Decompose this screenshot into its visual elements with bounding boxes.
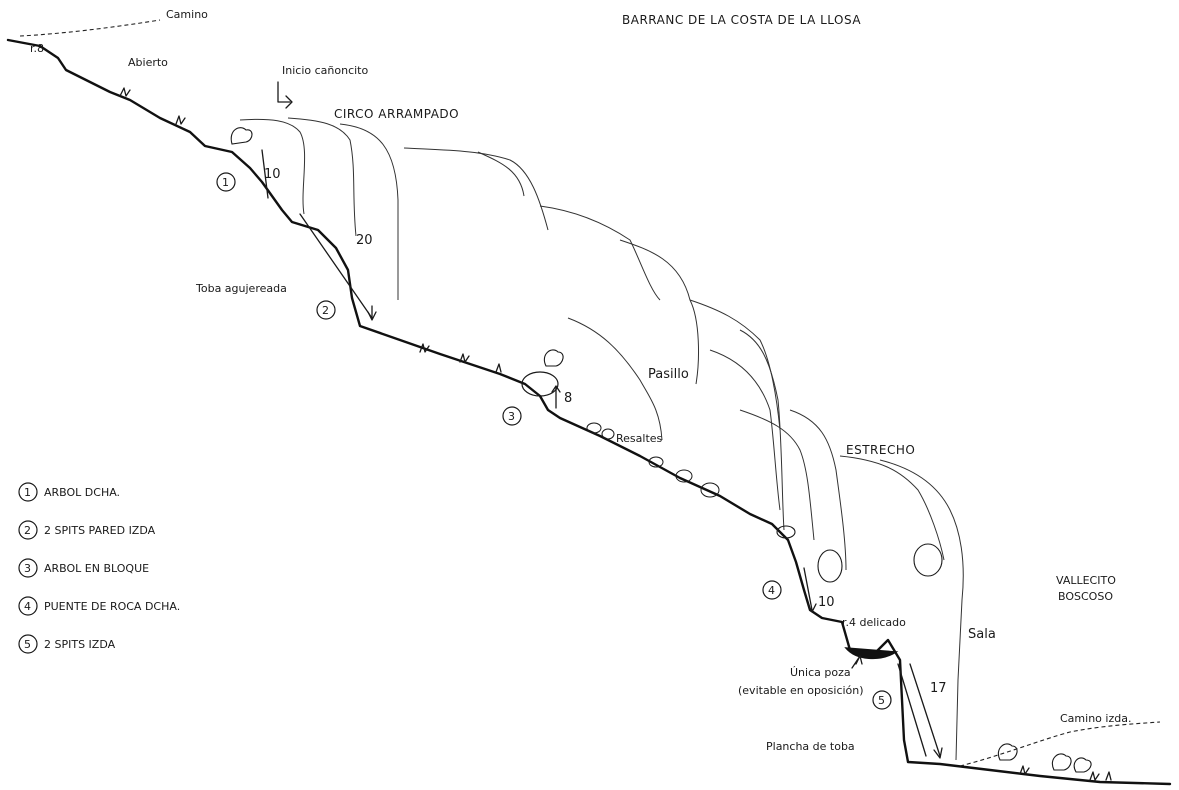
wall-contour-3 bbox=[339, 123, 399, 300]
rappel-arrow-4 bbox=[803, 567, 817, 613]
wall-contour-2 bbox=[287, 117, 357, 237]
legend-number-4: 4 bbox=[24, 600, 31, 613]
label-abierto: Abierto bbox=[128, 56, 168, 69]
wall-contour-5 bbox=[477, 151, 525, 197]
tree-icon bbox=[1073, 757, 1092, 773]
boulder bbox=[817, 549, 843, 583]
anchor-marker-3 bbox=[502, 406, 522, 426]
boulder bbox=[776, 525, 796, 539]
label-unica-poza: Única poza bbox=[790, 666, 851, 679]
label-circo-arrampado: CIRCO ARRAMPADO bbox=[334, 107, 459, 121]
grass-tufts-bottom bbox=[1019, 765, 1112, 781]
grass-tufts bbox=[119, 87, 502, 373]
wall-contour-9 bbox=[567, 317, 663, 441]
boulder bbox=[913, 543, 943, 577]
legend-text-2: 2 SPITS PARED IZDA bbox=[44, 524, 156, 537]
rappel-line-2 bbox=[299, 213, 373, 319]
boulder bbox=[648, 456, 664, 468]
start-marker-icon bbox=[277, 81, 293, 109]
legend-marker-4 bbox=[18, 596, 38, 616]
rappel-arrow-5 bbox=[909, 663, 943, 759]
label-estrecho: ESTRECHO bbox=[846, 443, 915, 457]
label-camino: Camino bbox=[166, 8, 208, 21]
tree-icon bbox=[543, 349, 564, 367]
label-r8: r.8 bbox=[30, 42, 44, 55]
rappel-line-1 bbox=[261, 149, 269, 199]
anchor-number-4: 4 bbox=[768, 584, 775, 597]
diagram-title: BARRANC DE LA COSTA DE LA LLOSA bbox=[622, 13, 861, 27]
tree-icon bbox=[230, 127, 253, 145]
label-vallecito: VALLECITO bbox=[1056, 574, 1116, 587]
rappel-label-10: 10 bbox=[264, 167, 281, 182]
boulder bbox=[675, 469, 693, 483]
label-pasillo: Pasillo bbox=[648, 367, 689, 382]
label-sala: Sala bbox=[968, 627, 996, 642]
legend-marker-1 bbox=[18, 482, 38, 502]
wall-contour-11 bbox=[709, 349, 781, 511]
approach-path bbox=[19, 19, 161, 37]
rappel-label-10b: 10 bbox=[818, 595, 835, 610]
boulder bbox=[601, 428, 615, 440]
label-boscoso: BOSCOSO bbox=[1058, 590, 1113, 603]
legend-number-3: 3 bbox=[24, 562, 31, 575]
anchor-marker-5 bbox=[872, 690, 892, 710]
label-camino-izda: Camino izda. bbox=[1060, 712, 1131, 725]
boulder bbox=[521, 371, 559, 397]
boulder bbox=[586, 422, 602, 434]
legend-marker-5 bbox=[18, 634, 38, 654]
legend-number-5: 5 bbox=[24, 638, 31, 651]
anchor-number-5: 5 bbox=[878, 694, 885, 707]
tree-icon bbox=[1051, 753, 1072, 771]
rappel-label-8: 8 bbox=[564, 391, 572, 406]
anchor-number-1: 1 bbox=[222, 176, 229, 189]
wall-contour-1 bbox=[239, 118, 306, 215]
legend-number-2: 2 bbox=[24, 524, 31, 537]
legend-text-3: ARBOL EN BLOQUE bbox=[44, 562, 149, 575]
wall-contour-13 bbox=[789, 409, 847, 571]
tree-icon bbox=[997, 743, 1018, 761]
label-evitable: (evitable en oposición) bbox=[738, 684, 864, 697]
rappel-label-20: 20 bbox=[356, 233, 373, 248]
legend-text-4: PUENTE DE ROCA DCHA. bbox=[44, 600, 180, 613]
wall-contour-6 bbox=[539, 205, 661, 301]
rappel-arrow-2 bbox=[367, 305, 377, 321]
legend-text-1: ARBOL DCHA. bbox=[44, 486, 120, 499]
legend-text-5: 2 SPITS IZDA bbox=[44, 638, 116, 651]
label-inicio-canoncito: Inicio cañoncito bbox=[282, 64, 368, 77]
wall-contour-7 bbox=[619, 239, 699, 385]
label-r4-delicado: r.4 delicado bbox=[842, 616, 906, 629]
legend-marker-3 bbox=[18, 558, 38, 578]
label-resaltes: Resaltes bbox=[616, 432, 663, 445]
wall-contour-15 bbox=[879, 459, 964, 761]
exit-path bbox=[959, 721, 1161, 767]
boulder bbox=[700, 482, 720, 498]
wall-contour-8 bbox=[689, 299, 781, 431]
wall-contour-10 bbox=[739, 329, 785, 531]
rappel-label-17: 17 bbox=[930, 681, 947, 696]
label-plancha-toba: Plancha de toba bbox=[766, 740, 855, 753]
rappel-line-5b bbox=[897, 663, 927, 757]
anchor-marker-1 bbox=[216, 172, 236, 192]
anchor-number-2: 2 bbox=[322, 304, 329, 317]
legend-number-1: 1 bbox=[24, 486, 31, 499]
canyon-floor-profile bbox=[6, 38, 1172, 786]
legend: 1 ARBOL DCHA. 2 2 SPITS PARED IZDA 3 ARB… bbox=[18, 482, 180, 654]
pool-shape bbox=[844, 647, 899, 660]
pool-arrow bbox=[851, 655, 863, 669]
wall-contour-12 bbox=[739, 409, 815, 541]
wall-contour-4 bbox=[403, 147, 549, 231]
legend-marker-2 bbox=[18, 520, 38, 540]
label-toba-agujereada: Toba agujereada bbox=[195, 282, 287, 295]
anchor-number-3: 3 bbox=[508, 410, 515, 423]
wall-contour-14 bbox=[839, 455, 945, 561]
anchor-marker-4 bbox=[762, 580, 782, 600]
anchor-marker-2 bbox=[316, 300, 336, 320]
